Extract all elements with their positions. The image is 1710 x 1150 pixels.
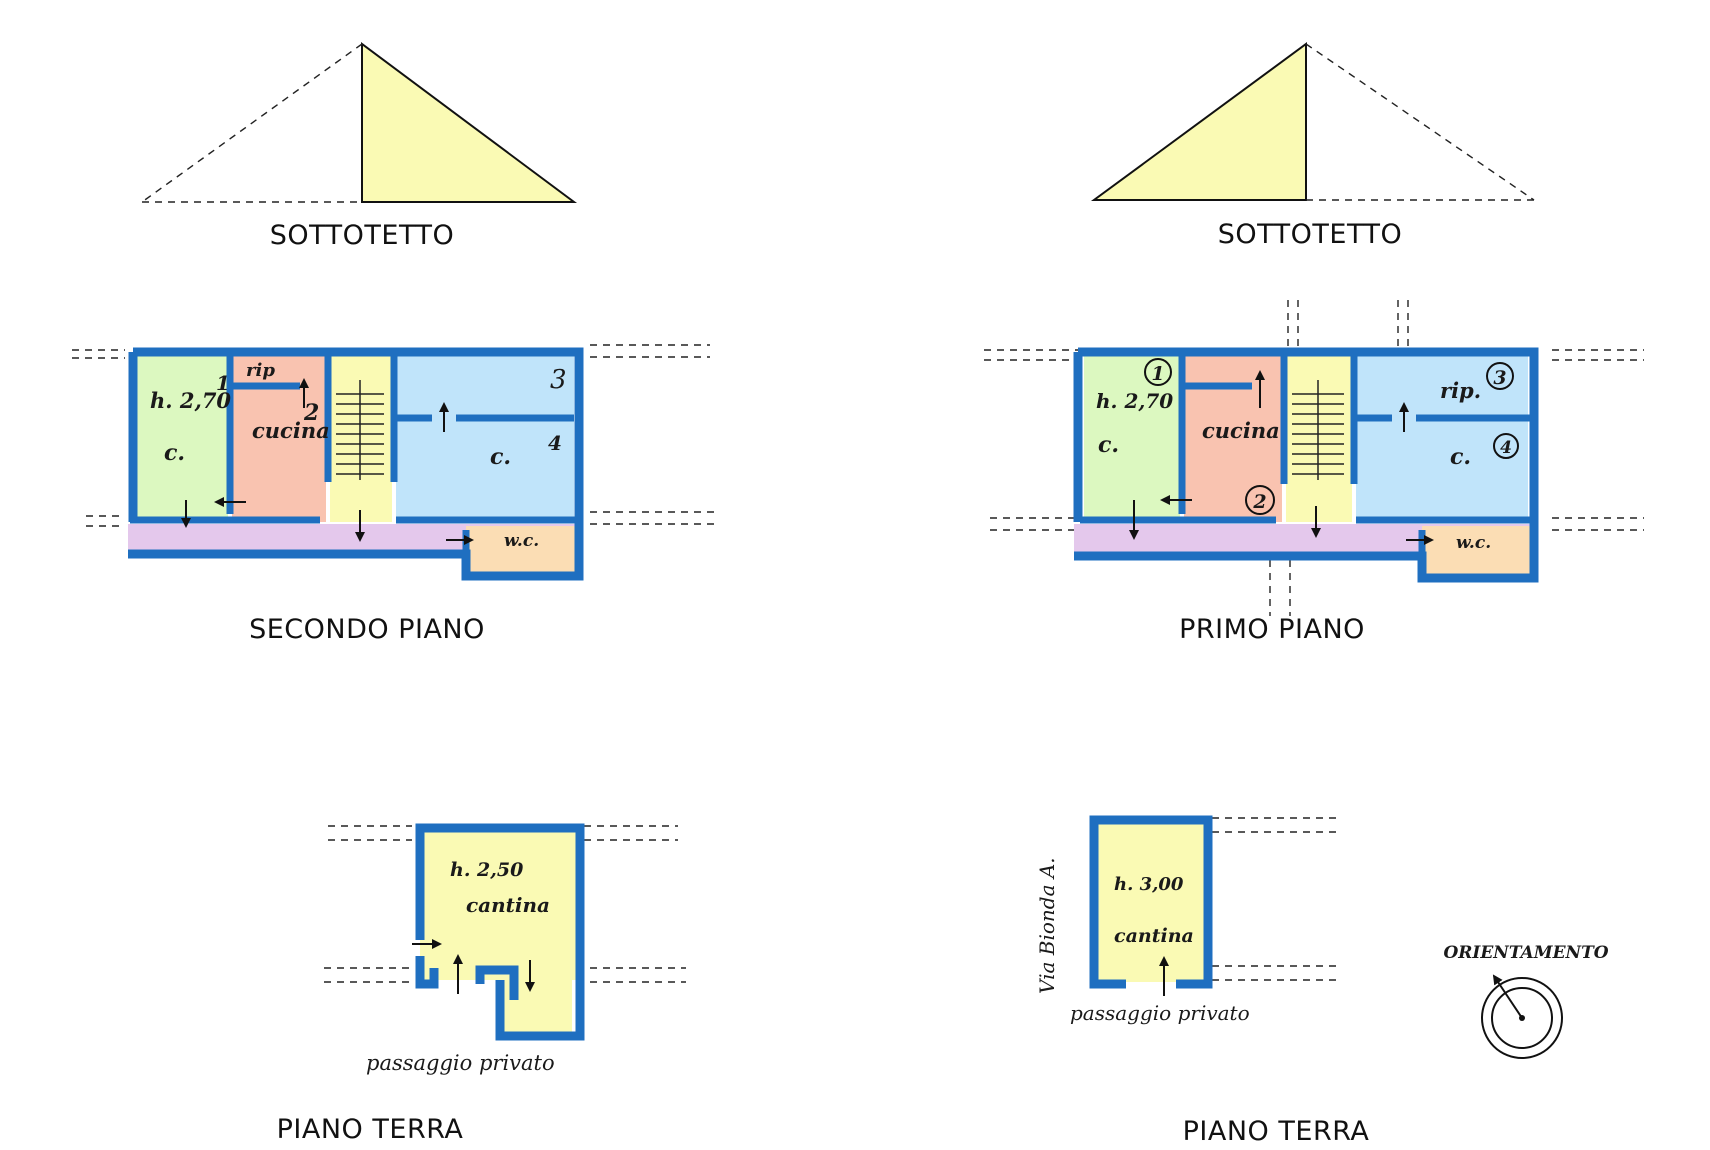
- right-attic-fill: [1090, 42, 1307, 201]
- right-floor-room-label: c.: [1098, 432, 1119, 458]
- right-ground-cellar: [1098, 824, 1204, 982]
- right-floor-kitchen-label: cucina: [1202, 418, 1280, 443]
- compass-outer-ring: [1481, 977, 1563, 1059]
- left-ground-plan: h. 2,50 cantina passaggio privato PIANO …: [277, 823, 686, 1145]
- left-ground-passage-label: passaggio privato: [366, 1051, 555, 1075]
- right-attic-dashed-roof: [1305, 43, 1535, 201]
- left-floor-room-label: c.: [490, 444, 511, 470]
- left-floor-room-label: c.: [164, 440, 185, 466]
- left-attic-dashed-roof: [141, 43, 363, 203]
- right-floor-stairwell: [1286, 356, 1352, 522]
- right-ground-plan: h. 3,00 cantina passaggio privato Via Bi…: [1035, 815, 1370, 1147]
- left-floor-outer-wall: [128, 347, 584, 581]
- left-floor-room-number: 1: [216, 371, 230, 395]
- left-attic-fill: [361, 42, 578, 203]
- left-floor-storage-label: rip: [246, 360, 275, 381]
- left-floor-caption: SECONDO PIANO: [249, 614, 485, 645]
- right-floor-stairs: [1292, 380, 1344, 480]
- right-ground-outer-wall: [1089, 815, 1213, 989]
- left-ground-caption: PIANO TERRA: [277, 1114, 464, 1145]
- right-floor-room-number: 1: [1151, 363, 1164, 385]
- compass-rose: ORIENTAMENTO: [1443, 943, 1609, 1059]
- right-floor-room-number: 3: [1493, 367, 1506, 389]
- left-ground-outer-wall: [415, 823, 585, 1041]
- right-floor-outer-wall: [1074, 347, 1539, 583]
- compass-label: ORIENTAMENTO: [1443, 943, 1608, 963]
- right-floor-number-circle: [1493, 433, 1519, 459]
- left-floor-kitchen-label: cucina: [252, 418, 330, 443]
- left-floor-room-bedroom-2: [396, 356, 574, 522]
- left-floor-room-number: 3: [550, 365, 567, 395]
- left-floor-room-bedroom-1: [133, 356, 228, 522]
- right-ground-street-label: Via Bionda A.: [1035, 857, 1059, 994]
- right-floor-wc-label: w.c.: [1456, 533, 1491, 553]
- left-floor-height-label: h. 2,70: [150, 388, 231, 413]
- right-floor-number-circle: [1486, 362, 1514, 390]
- left-ground-outer-wall: [415, 956, 439, 989]
- right-floor-room-label: c.: [1450, 444, 1471, 470]
- compass-needle-icon: [1492, 974, 1523, 1019]
- left-floor-room-number: 2: [303, 400, 319, 426]
- compass-center: [1519, 1015, 1525, 1021]
- left-attic-section: SOTTOTETTO: [141, 42, 578, 251]
- right-floor-room-bedroom-2: [1356, 356, 1528, 522]
- right-ground-cellar-label: cantina: [1114, 925, 1194, 947]
- left-floor-room-number: 4: [548, 431, 562, 455]
- compass-inner-ring: [1491, 987, 1553, 1049]
- right-floor-number-circle: [1245, 485, 1275, 515]
- left-ground-cellar: [420, 832, 576, 980]
- right-floor-height-label: h. 2,70: [1096, 389, 1173, 413]
- right-floor-number-circle: [1144, 358, 1172, 386]
- left-floor-plan: h. 2,70 c. rip cucina c. w.c. 1 2 3 4 SE…: [72, 344, 715, 645]
- left-ground-height-label: h. 2,50: [450, 859, 523, 881]
- right-floor-room-number: 2: [1252, 491, 1266, 513]
- left-ground-cellar-label: cantina: [466, 893, 550, 917]
- right-floor-wc: [1422, 526, 1532, 576]
- left-ground-interior-wall: [475, 965, 519, 1000]
- right-floor-storage-label: rip.: [1440, 378, 1481, 403]
- right-ground-caption: PIANO TERRA: [1183, 1116, 1370, 1147]
- right-ground-height-label: h. 3,00: [1114, 874, 1184, 895]
- left-floor-wc: [466, 526, 578, 576]
- right-floor-plan: h. 2,70 c. cucina rip. c. w.c. 1 2 3 4 P…: [984, 300, 1644, 645]
- left-floor-stairwell: [330, 356, 392, 522]
- right-ground-passage-label: passaggio privato: [1070, 1001, 1250, 1025]
- left-attic-caption: SOTTOTETTO: [270, 220, 454, 251]
- left-floor-stairs: [336, 380, 384, 480]
- right-attic-caption: SOTTOTETTO: [1218, 219, 1402, 250]
- right-floor-room-number: 4: [1500, 438, 1512, 458]
- right-floor-caption: PRIMO PIANO: [1179, 614, 1365, 645]
- left-floor-wc-label: w.c.: [504, 531, 539, 551]
- right-attic-section: SOTTOTETTO: [1090, 42, 1535, 250]
